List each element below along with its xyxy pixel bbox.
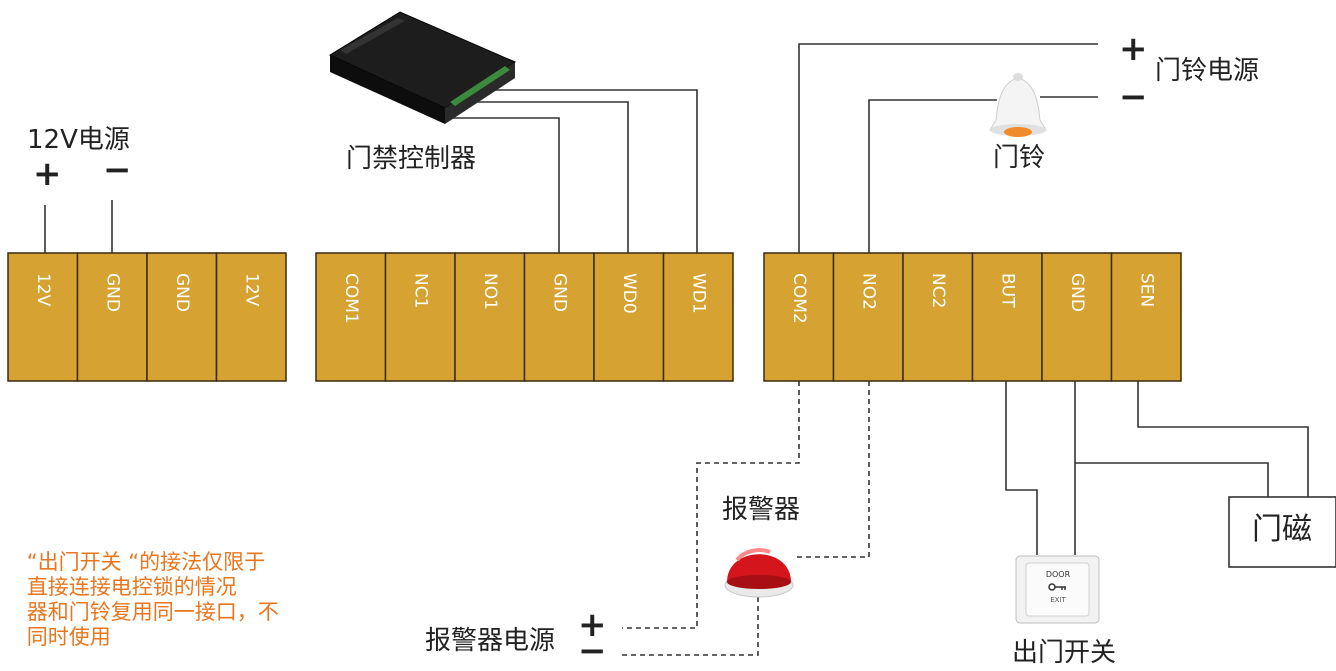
exit-button-label: 出门开关 (1012, 638, 1117, 668)
power-12v-label: 12V电源 (27, 125, 130, 155)
terminal-nc2-label: NC2 (928, 273, 948, 308)
power-12v-minus-sign: − (103, 150, 132, 190)
alarm-power-plus-sign: + (578, 605, 607, 645)
door-sensor-label: 门磁 (1252, 512, 1312, 547)
terminal-com1-cell (315, 252, 387, 382)
wire-no2-doorbell (868, 99, 997, 253)
terminal-gnd-label: GND (549, 273, 569, 312)
doorbell-label: 门铃 (993, 143, 1046, 173)
terminal-12v-cell (7, 252, 79, 382)
terminal-nc1-cell (384, 252, 456, 382)
terminal-nc1-label: NC1 (410, 273, 430, 308)
terminal-wd0-cell (593, 252, 665, 382)
terminal-nc2-cell (902, 252, 974, 382)
terminal-sen-cell (1110, 252, 1182, 382)
terminal-12v-label: 12V (241, 273, 261, 307)
power-12v-plus-sign: + (33, 154, 62, 194)
bell-icon (989, 73, 1047, 137)
terminal-com2-label: COM2 (789, 273, 809, 324)
alarm-power-label: 报警器电源 (425, 626, 556, 656)
terminal-wd0-label: WD0 (619, 273, 639, 314)
wire-gnd-sensor (1075, 462, 1269, 497)
wire-com2-alarm-power (622, 381, 800, 629)
terminal-gnd-label: GND (102, 273, 122, 312)
terminal-no1-cell (454, 252, 526, 382)
wire-controller-gnd (442, 117, 560, 253)
terminal-no2-cell (832, 252, 904, 382)
wire-com2-doorbell-plus (798, 43, 1098, 253)
terminal-12v-label: 12V (33, 273, 53, 307)
terminal-but-cell (971, 252, 1043, 382)
terminal-com2-cell (763, 252, 835, 382)
doorbell-power-label: 门铃电源 (1155, 56, 1260, 86)
controller-label: 门禁控制器 (346, 144, 477, 174)
terminal-no2-label: NO2 (858, 273, 878, 310)
alarm-power-minus-sign: − (578, 631, 607, 671)
terminal-gnd-cell (1041, 252, 1113, 382)
wire-no2-alarm (795, 381, 870, 558)
terminal-12v-cell (215, 252, 287, 382)
terminal-but-label: BUT (997, 273, 1017, 308)
terminal-wd1-label: WD1 (688, 273, 708, 314)
door-sensor-box (1228, 496, 1336, 568)
alarm-label: 报警器 (722, 495, 801, 525)
terminal-gnd-label: GND (172, 273, 192, 312)
terminal-com1-label: COM1 (341, 273, 361, 324)
wiring-note: “出门开关 “的接法仅限于 直接连接电控锁的情况 器和门铃复用同一接口，不 同时… (26, 550, 279, 649)
terminal-sen-label: SEN (1136, 273, 1156, 307)
terminal-gnd-label: GND (1067, 273, 1087, 312)
wire-controller-wd1 (482, 89, 698, 253)
wires (44, 43, 1309, 555)
exit-button-door-text: DOOR (1046, 570, 1071, 579)
exit-button-exit-text: EXIT (1050, 596, 1066, 604)
wire-controller-wd0 (470, 101, 629, 253)
terminal-wd1-cell (662, 252, 734, 382)
exit-button-icon: DOOR EXIT (1015, 555, 1100, 624)
doorbell-power-plus-sign: + (1119, 29, 1148, 69)
terminal-gnd-cell (523, 252, 595, 382)
access-controller-icon (328, 11, 517, 124)
dashed-wires (622, 381, 870, 656)
wire-but-exit (1005, 381, 1038, 555)
terminal-no1-label: NO1 (480, 273, 500, 310)
terminal-blocks: 12V GND GND 12V COM1 NC1 NO1 GND WD0 WD1 COM2 NO2 NC… (7, 252, 1182, 382)
wire-sen-sensor (1137, 381, 1309, 497)
alarm-light-icon (724, 548, 794, 598)
wire-alarm-power-minus (622, 597, 759, 656)
doorbell-power-minus-sign: − (1119, 77, 1148, 117)
